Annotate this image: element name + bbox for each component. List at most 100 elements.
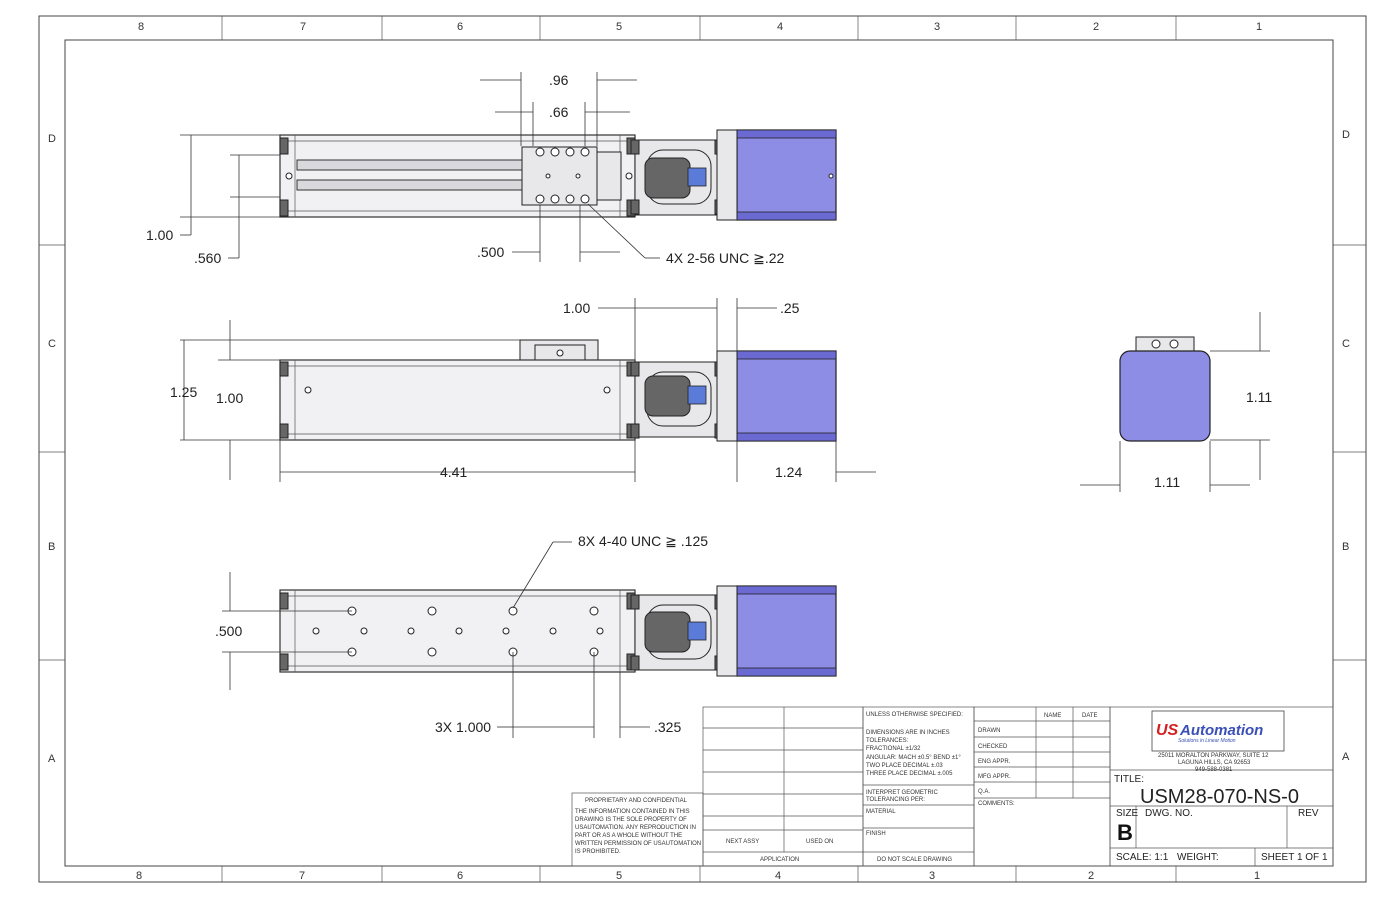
zone-col-top-5: 5: [616, 21, 622, 33]
rev-label: REV: [1298, 808, 1319, 819]
material-label: MATERIAL: [866, 809, 896, 815]
proprietary-line-5: WRITTEN PERMISSION OF USAUTOMATION: [575, 841, 701, 847]
zone-col-top-7: 7: [300, 21, 306, 33]
zone-col-bottom-3: 3: [929, 870, 935, 882]
dim-125: 1.25: [170, 384, 197, 400]
zone-col-top-3: 3: [934, 21, 940, 33]
dim-0500-top: .500: [477, 244, 504, 260]
proprietary-line-2: DRAWING IS THE SOLE PROPERTY OF: [575, 817, 687, 823]
proprietary-line-1: THE INFORMATION CONTAINED IN THIS: [575, 809, 690, 815]
dim-end-width: 1.11: [1154, 474, 1180, 490]
approval-mfg: MFG APPR.: [978, 774, 1011, 780]
side-view: [279, 339, 837, 442]
application-label: APPLICATION: [760, 857, 799, 863]
dim-441: 4.41: [440, 464, 467, 480]
zone-row-left-a: A: [48, 753, 56, 765]
zone-row-left-b: B: [48, 541, 55, 553]
zone-row-right-b: B: [1342, 541, 1349, 553]
outer-border: [38, 15, 1367, 883]
zone-col-bottom-8: 8: [136, 870, 142, 882]
interpret-line-2: TOLERANCING PER:: [866, 797, 925, 803]
dim-0560: .560: [194, 250, 221, 266]
logo-us-text: US: [1156, 722, 1179, 739]
logo-automation-text: Automation: [1179, 722, 1263, 739]
approval-qa: Q.A.: [978, 789, 990, 795]
zone-row-right-d: D: [1342, 129, 1350, 141]
address-line-3: 949-588-0381: [1195, 767, 1233, 773]
notes-line-6: TWO PLACE DECIMAL ±.03: [866, 763, 943, 769]
zone-col-bottom-1: 1: [1254, 870, 1260, 882]
proprietary-line-6: IS PROHIBITED.: [575, 849, 621, 855]
dim-124: 1.24: [775, 464, 802, 480]
notes-line-3: TOLERANCES:: [866, 738, 909, 744]
approval-checked: CHECKED: [978, 744, 1008, 750]
zone-col-top-8: 8: [138, 21, 144, 33]
dwg-no-label: DWG. NO.: [1145, 808, 1193, 819]
scale-label: SCALE: 1:1: [1116, 852, 1169, 863]
approval-eng: ENG APPR.: [978, 759, 1011, 765]
bottom-view: [279, 585, 837, 677]
dim-096: .96: [549, 72, 569, 88]
used-on-label: USED ON: [806, 839, 833, 845]
weight-label: WEIGHT:: [1177, 852, 1219, 863]
zone-col-bottom-2: 2: [1088, 870, 1094, 882]
address-line-1: 25011 MORALTON PARKWAY, SUITE 12: [1158, 753, 1269, 759]
next-assy-label: NEXT ASSY: [726, 839, 759, 845]
dim-100-top: 1.00: [146, 227, 173, 243]
dim-025: .25: [780, 300, 800, 316]
zone-row-left-d: D: [48, 133, 56, 145]
notes-line-5: ANGULAR: MACH ±0.5° BEND ±1°: [866, 755, 961, 761]
thread-callout-4-40: 8X 4-40 UNC ≧ .125: [578, 533, 708, 549]
dim-end-height: 1.11: [1246, 389, 1272, 405]
dim-0325: .325: [654, 719, 681, 735]
bottom-view-dim-lines: [222, 541, 650, 738]
zone-col-bottom-4: 4: [775, 870, 781, 882]
dim-100-side-top: 1.00: [563, 300, 590, 316]
name-column-header: NAME: [1044, 713, 1061, 719]
zone-row-right-a: A: [1342, 751, 1350, 763]
side-view-dim-lines: [180, 298, 876, 482]
dim-100-side-left: 1.00: [216, 390, 243, 406]
zone-col-top-6: 6: [457, 21, 463, 33]
do-not-scale-label: DO NOT SCALE DRAWING: [877, 857, 952, 863]
size-label: SIZE: [1116, 808, 1139, 819]
logo-tagline: Solutions in Linear Motion: [1178, 738, 1236, 744]
top-view: [279, 129, 837, 221]
end-view-dim-lines: [1080, 312, 1270, 492]
company-logo: US Automation Solutions in Linear Motion: [1151, 710, 1285, 752]
zone-col-top-2: 2: [1093, 21, 1099, 33]
comments-label: COMMENTS:: [978, 801, 1015, 807]
notes-line-7: THREE PLACE DECIMAL ±.005: [866, 771, 953, 777]
dim-0500-bottom: .500: [215, 623, 242, 639]
zone-col-top-4: 4: [777, 21, 783, 33]
size-value: B: [1117, 820, 1133, 845]
thread-callout-2-56: 4X 2-56 UNC ≧.22: [666, 250, 785, 266]
zone-col-top-1: 1: [1256, 21, 1262, 33]
zone-col-bottom-6: 6: [457, 870, 463, 882]
finish-label: FINISH: [866, 831, 886, 837]
zone-row-right-c: C: [1342, 338, 1350, 350]
address-line-2: LAGUNA HILLS, CA 92653: [1178, 760, 1251, 766]
proprietary-line-4: PART OR AS A WHOLE WITHOUT THE: [575, 833, 682, 839]
sheet-label: SHEET 1 OF 1: [1261, 852, 1328, 863]
top-view-dim-lines: [180, 72, 660, 262]
notes-line-1: UNLESS OTHERWISE SPECIFIED:: [866, 712, 963, 718]
part-number-title: USM28-070-NS-0: [1140, 786, 1299, 808]
notes-line-4: FRACTIONAL ±1/32: [866, 746, 921, 752]
proprietary-line-3: USAUTOMATION. ANY REPRODUCTION IN: [575, 825, 696, 831]
zone-col-bottom-5: 5: [616, 870, 622, 882]
dim-066: .66: [549, 104, 569, 120]
title-block-grid: [571, 706, 1334, 867]
dim-pitch-1000: 3X 1.000: [435, 719, 491, 735]
zone-col-bottom-7: 7: [299, 870, 305, 882]
title-label: TITLE:: [1114, 774, 1144, 785]
notes-line-2: DIMENSIONS ARE IN INCHES: [866, 730, 950, 736]
end-view: [1119, 336, 1211, 442]
proprietary-heading: PROPRIETARY AND CONFIDENTIAL: [585, 798, 688, 804]
date-column-header: DATE: [1082, 713, 1098, 719]
interpret-line-1: INTERPRET GEOMETRIC: [866, 790, 939, 796]
zone-ticks: [39, 16, 1366, 882]
approval-drawn: DRAWN: [978, 728, 1000, 734]
zone-row-left-c: C: [48, 338, 56, 350]
